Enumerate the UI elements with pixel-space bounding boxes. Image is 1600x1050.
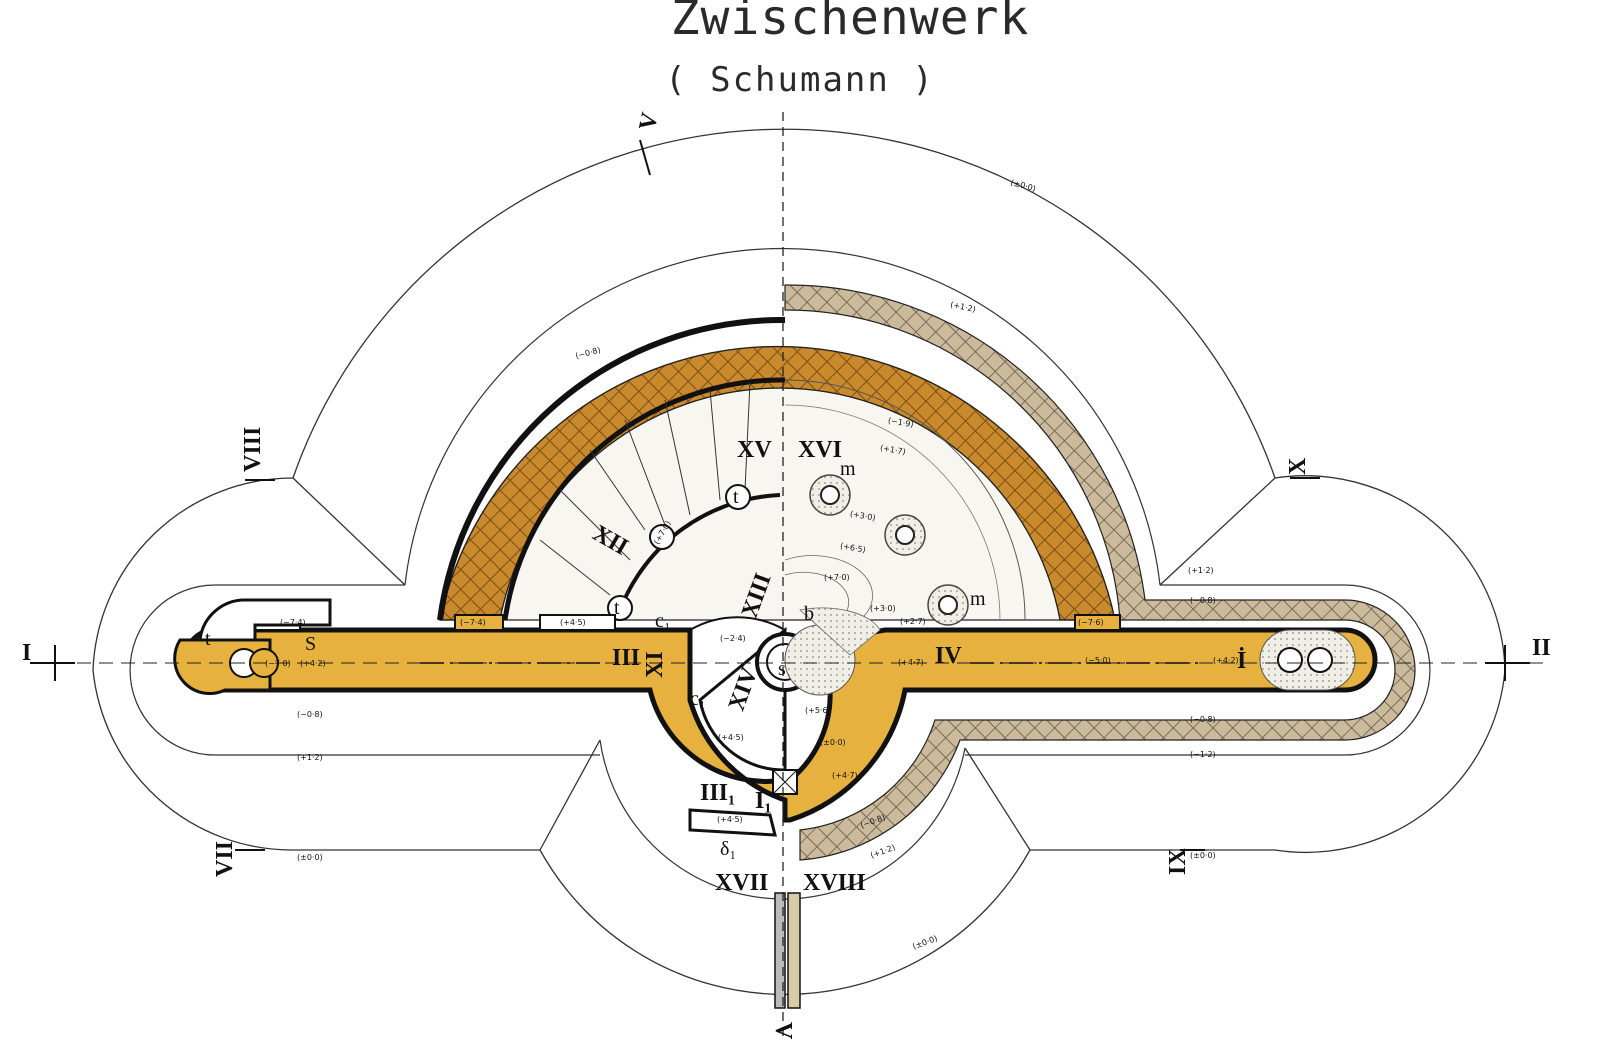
room-label-XV: XV	[737, 437, 772, 463]
inner-court	[499, 377, 1061, 621]
room-label-I1: I₁	[755, 788, 772, 814]
elev-27: (+2·7)	[900, 617, 926, 626]
section-label-VII: VII	[212, 841, 238, 877]
elev-upper-left: (−0·8)	[574, 345, 601, 360]
elev-50: (−5·0)	[1085, 656, 1111, 665]
elev-outer-right: (+1·2)	[949, 300, 976, 314]
elev-08-left: (−0·8)	[297, 710, 323, 719]
elev-74-left: (−7·4)	[280, 618, 306, 627]
mortar-pits	[809, 474, 969, 626]
right-end-emplacement	[1259, 629, 1356, 691]
letter-c1-bottom: c₁	[690, 688, 706, 710]
elev-12-left: (+1·2)	[297, 753, 323, 762]
room-label-XI: XI	[642, 651, 668, 678]
letter-b: b	[804, 603, 814, 625]
letter-labels: S t s t t c₁ c₁ b m m δ₁	[205, 458, 986, 860]
room-label-I-dot: İ	[1237, 648, 1246, 674]
elev-45: (+4·5)	[560, 618, 586, 627]
elev-12-bottom: (+1·2)	[869, 843, 896, 860]
letter-t-left: t	[205, 628, 211, 650]
gallery-arc	[618, 493, 781, 611]
section-label-V-top: V	[635, 110, 664, 133]
entrance-block	[688, 769, 801, 1009]
plan-subtitle: ( Schumann )	[665, 60, 935, 100]
letter-m-lower: m	[970, 588, 986, 610]
elev-42-left: (+4·2)	[300, 659, 326, 668]
elev-65: (+6·5)	[839, 541, 866, 554]
elev-00-left: (±0·0)	[297, 853, 323, 862]
elev-30: (+3·0)	[849, 509, 876, 522]
elev-12-right-b: (−1·2)	[1190, 750, 1216, 759]
elev-42-right: (+4·2)	[1213, 656, 1239, 665]
turret-t2	[649, 524, 675, 550]
letter-t-upper: t	[733, 486, 739, 508]
room-label-III1: III₁	[700, 780, 735, 806]
elev-45c: (+4·5)	[717, 815, 743, 824]
elev-19: (−1·9)	[887, 416, 914, 429]
elev-30b: (+3·0)	[870, 604, 896, 613]
elev-24: (−2·4)	[720, 634, 746, 643]
central-stair	[689, 607, 881, 772]
section-labels: I II V V VIII VII X IX	[22, 110, 1551, 1040]
gravel-glacis	[784, 284, 1416, 861]
elev-00-centre: (±0·0)	[820, 738, 846, 747]
room-label-XVIII: XVIII	[803, 870, 866, 896]
elev-08-right-a: (−0·8)	[1190, 596, 1216, 605]
elev-74-left-b: (−7·4)	[460, 618, 486, 627]
letter-s-centre: s	[778, 658, 786, 680]
elev-00-right: (±0·0)	[1190, 851, 1216, 860]
section-label-X: X	[1285, 457, 1311, 475]
letter-c1-top: c₁	[655, 610, 671, 632]
letter-delta: δ₁	[720, 838, 736, 860]
turret-t3	[725, 484, 751, 510]
elev-top: (±0·0)	[1010, 178, 1037, 193]
elev-17: (+1·7)	[879, 443, 906, 456]
room-label-XVI: XVI	[798, 437, 842, 463]
letter-s-left: S	[305, 633, 316, 655]
elev-12-right: (+1·2)	[1188, 566, 1214, 575]
section-label-I: I	[22, 640, 31, 666]
elev-47b: (+4·7)	[832, 771, 858, 780]
section-label-V-bottom: V	[770, 1022, 796, 1040]
elev-76-right: (−7·6)	[1078, 618, 1104, 627]
elev-70-left: (−7·0)	[265, 659, 291, 668]
elev-08-right-b: (−0·8)	[1190, 715, 1216, 724]
section-markers	[30, 139, 1530, 851]
section-label-IX: IX	[1165, 848, 1191, 875]
elev-00-bottom: (±0·0)	[911, 934, 938, 951]
room-label-XVII: XVII	[715, 870, 768, 896]
elev-47a: (+4·7)	[898, 658, 924, 667]
elev-56: (+5·6)	[805, 706, 831, 715]
letter-m-upper: m	[840, 458, 856, 480]
main-gallery	[173, 627, 1378, 823]
elev-45b: (+4·5)	[718, 733, 744, 742]
plan-title: Zwischenwerk	[670, 0, 1030, 46]
letter-t-lower: t	[614, 597, 620, 619]
section-label-VIII: VIII	[240, 427, 266, 472]
room-label-IV: IV	[935, 643, 962, 669]
section-label-II: II	[1532, 635, 1551, 661]
room-label-III: III	[612, 645, 640, 671]
elev-70-centre: (+7·0)	[824, 573, 850, 582]
vault-ribs	[539, 381, 751, 596]
